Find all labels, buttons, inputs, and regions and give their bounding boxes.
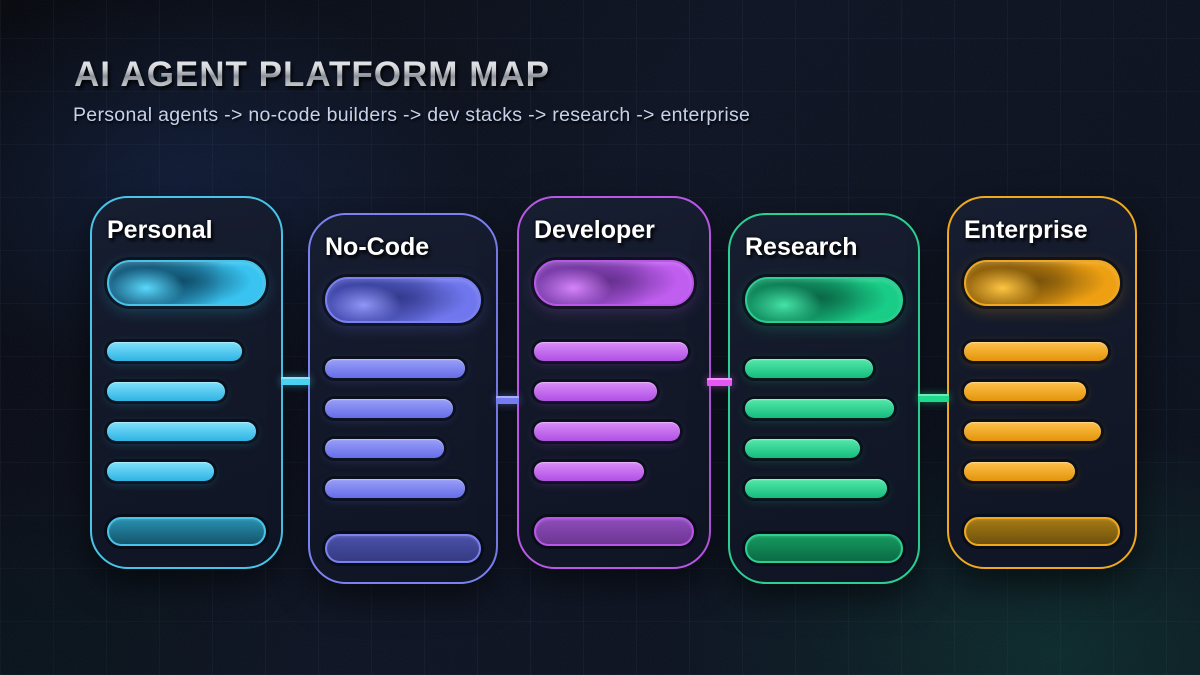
placeholder-bar — [107, 422, 257, 441]
header-pill — [745, 277, 903, 323]
bar-group — [964, 342, 1120, 481]
header-pill — [534, 260, 694, 306]
column-title: Enterprise — [964, 216, 1088, 244]
placeholder-bar — [964, 342, 1108, 361]
column-card-enterprise: Enterprise — [947, 196, 1137, 569]
column-card-developer: Developer — [517, 196, 711, 569]
placeholder-bar — [107, 462, 214, 481]
placeholder-bar — [745, 439, 861, 458]
placeholder-bar — [325, 439, 444, 458]
placeholder-bar — [325, 359, 466, 378]
header-pill — [964, 260, 1120, 306]
header-pill — [107, 260, 266, 306]
column-title: No-Code — [325, 233, 430, 261]
connector-personal-nocode — [281, 377, 310, 385]
header-pill — [325, 277, 481, 323]
placeholder-bar — [964, 422, 1102, 441]
placeholder-bar — [964, 462, 1075, 481]
column-card-research: Research — [728, 213, 920, 584]
column-card-no-code: No-Code — [308, 213, 498, 584]
footer-pill — [107, 517, 266, 546]
column-title: Developer — [534, 216, 655, 244]
footer-pill — [745, 534, 903, 563]
placeholder-bar — [964, 382, 1086, 401]
bar-group — [534, 342, 694, 481]
connector-nocode-developer — [496, 396, 519, 404]
placeholder-bar — [534, 462, 645, 481]
column-title: Research — [745, 233, 858, 261]
footer-pill — [325, 534, 481, 563]
placeholder-bar — [745, 399, 894, 418]
placeholder-bar — [534, 422, 680, 441]
bar-group — [745, 359, 903, 498]
placeholder-bar — [325, 479, 466, 498]
footer-pill — [964, 517, 1120, 546]
placeholder-bar — [534, 382, 658, 401]
connector-research-enterprise — [918, 394, 949, 402]
page-subtitle: Personal agents -> no-code builders -> d… — [73, 104, 751, 126]
bar-group — [107, 342, 266, 481]
bar-group — [325, 359, 481, 498]
placeholder-bar — [745, 359, 873, 378]
placeholder-bar — [534, 342, 688, 361]
placeholder-bar — [325, 399, 453, 418]
footer-pill — [534, 517, 694, 546]
column-title: Personal — [107, 216, 213, 244]
placeholder-bar — [745, 479, 888, 498]
connector-developer-research — [707, 378, 732, 386]
page-title: AI AGENT PLATFORM MAP — [74, 55, 550, 94]
column-card-personal: Personal — [90, 196, 283, 569]
placeholder-bar — [107, 382, 225, 401]
placeholder-bar — [107, 342, 243, 361]
